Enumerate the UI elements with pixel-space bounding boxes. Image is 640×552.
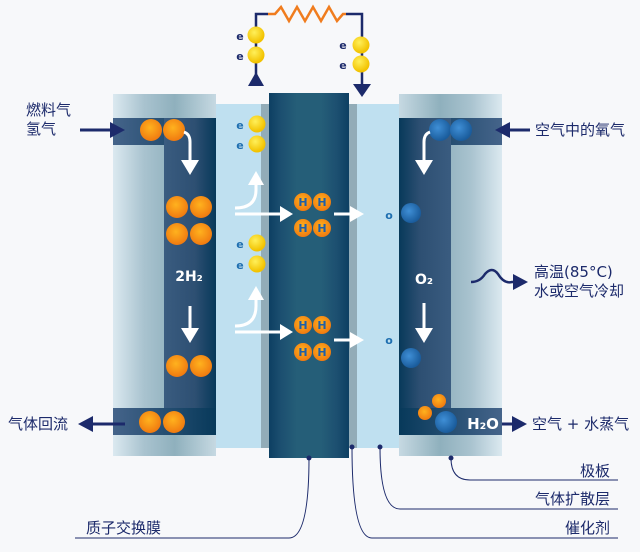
- electron-label: e: [236, 30, 243, 43]
- h-ion-label: H: [298, 222, 307, 235]
- anode-plate: [113, 94, 216, 456]
- h-ion-label: H: [317, 319, 326, 332]
- electron-label: e: [236, 238, 243, 251]
- cathode-diffusion-layer: [356, 104, 399, 448]
- plate-label: 极板: [579, 462, 610, 480]
- exhaust-arrow: [502, 416, 527, 432]
- proton-exchange-membrane: [269, 93, 349, 458]
- gas-diffusion-layer-label: 气体扩散层: [534, 490, 610, 508]
- electrons-external-right: [352, 36, 370, 73]
- electrons-external-left: [247, 26, 265, 64]
- flow-arrows-anode: [183, 130, 192, 330]
- anode-species-label: 2H₂: [175, 269, 203, 285]
- exhaust-label: 空气 + 水蒸气: [532, 415, 630, 433]
- gas-return-arrow: [78, 416, 125, 432]
- resistor: [268, 4, 346, 24]
- cathode-catalyst: [348, 104, 357, 448]
- anode-diffusion-layer: [216, 104, 262, 448]
- oxygen-in-label: 空气中的氧气: [535, 121, 626, 139]
- flow-arrows-anode-to-membrane: [234, 184, 352, 342]
- fuel-label-line1: 燃料气: [26, 101, 72, 119]
- fuel-in-arrow: [80, 122, 125, 138]
- electron-label: e: [339, 39, 346, 52]
- arrow-down-icon: [415, 160, 433, 175]
- anode-catalyst: [261, 104, 270, 448]
- arrow-up-icon: [248, 72, 264, 86]
- h-ion-label: H: [317, 222, 326, 235]
- arrow-down-icon: [415, 328, 433, 343]
- h-ion-label: H: [298, 346, 307, 359]
- oxygen-molecules: [401, 119, 472, 433]
- pem-label: 质子交换膜: [86, 519, 162, 537]
- h-ion-label: H: [298, 196, 307, 209]
- hydrogen-molecules: [139, 119, 212, 433]
- cooling-label-line1: 高温(85°C): [534, 263, 613, 281]
- h-ion-label: H: [298, 319, 307, 332]
- hydrogen-ions: H H H H H H H H: [294, 193, 331, 361]
- electrons-anode: [248, 115, 266, 273]
- leader-dots: [306, 444, 454, 461]
- oxygen-in-arrow: [495, 122, 530, 138]
- water-label: H₂O: [467, 415, 499, 433]
- oxygen-atom-label: o: [385, 209, 393, 222]
- arrow-down-icon: [353, 84, 371, 97]
- flow-arrows-cathode: [422, 130, 431, 330]
- oxygen-atom-label: o: [385, 334, 393, 347]
- h-ion-label: H: [317, 346, 326, 359]
- gas-return-label: 气体回流: [8, 415, 69, 433]
- arrow-down-icon: [181, 160, 199, 175]
- cathode-species-label: O₂: [415, 272, 433, 288]
- fuel-label-line2: 氢气: [26, 120, 57, 138]
- cooling-arrow: [470, 268, 528, 290]
- arrow-heads: [248, 171, 364, 348]
- h-ion-label: H: [317, 196, 326, 209]
- catalyst-label: 催化剂: [564, 519, 610, 537]
- arrow-down-icon: [181, 328, 199, 343]
- electron-label: e: [236, 139, 243, 152]
- leader-lines: [75, 446, 618, 539]
- electron-label: e: [236, 119, 243, 132]
- electron-label: e: [236, 259, 243, 272]
- electron-label: e: [339, 59, 346, 72]
- cooling-label-line2: 水或空气冷却: [534, 282, 625, 300]
- electron-label: e: [236, 50, 243, 63]
